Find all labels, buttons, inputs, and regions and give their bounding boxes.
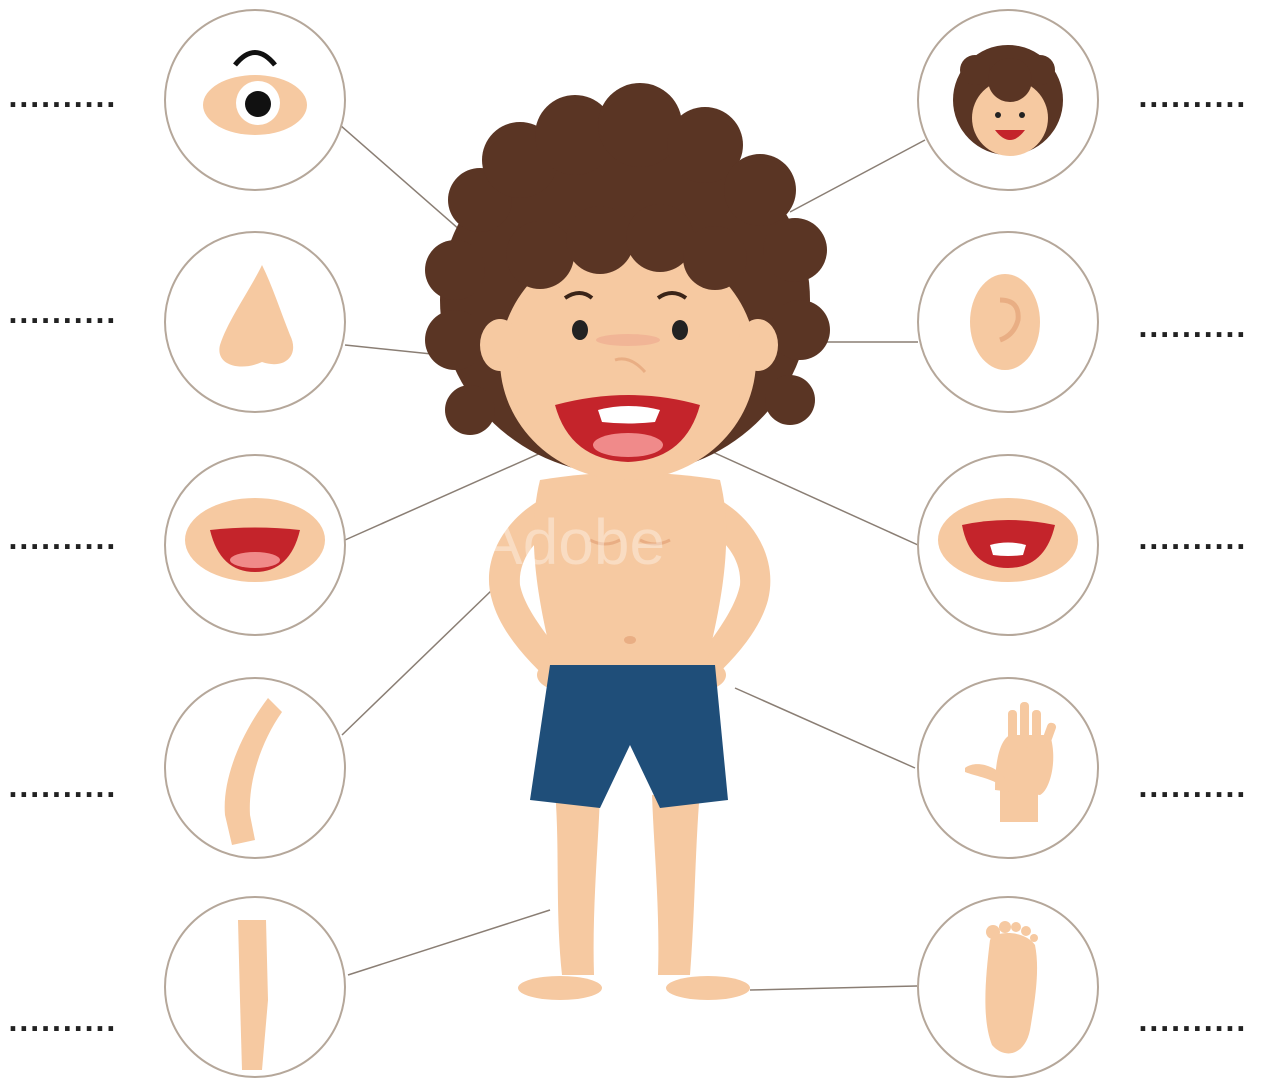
boy-eye-right — [672, 320, 688, 340]
mouth-icon — [185, 498, 325, 582]
answer-blank-eye[interactable]: .......... — [8, 86, 117, 112]
eye-circle[interactable] — [165, 10, 345, 190]
connector-leg — [348, 910, 550, 975]
foot-circle[interactable] — [918, 897, 1098, 1077]
teeth-icon — [938, 498, 1078, 582]
boy-eye-left — [572, 320, 588, 340]
left-column — [165, 10, 345, 1077]
leg-circle[interactable] — [165, 897, 345, 1077]
answer-blank-teeth[interactable]: .......... — [1138, 528, 1247, 554]
boy-figure — [425, 83, 830, 1000]
ear-circle[interactable] — [918, 232, 1098, 412]
leg-icon — [238, 920, 268, 1070]
answer-blank-leg[interactable]: .......... — [8, 1010, 117, 1036]
connector-head — [790, 140, 925, 212]
boy-shorts — [530, 665, 728, 808]
boy-legs — [518, 790, 750, 1000]
teeth-circle[interactable] — [918, 455, 1098, 635]
answer-blank-ear[interactable]: .......... — [1138, 316, 1247, 342]
right-column — [918, 10, 1098, 1077]
answer-blank-head[interactable]: .......... — [1138, 86, 1247, 112]
connector-arm — [342, 590, 492, 735]
mouth-circle[interactable] — [165, 455, 345, 635]
answer-blank-mouth[interactable]: .......... — [8, 528, 117, 554]
connector-hand — [735, 688, 915, 768]
answer-blank-foot[interactable]: .......... — [1138, 1010, 1247, 1036]
answer-blank-hand[interactable]: .......... — [1138, 776, 1247, 802]
ear-icon — [970, 274, 1040, 370]
nose-circle[interactable] — [165, 232, 345, 412]
navel — [624, 636, 636, 644]
head-circle[interactable] — [918, 10, 1098, 190]
connector-foot — [750, 986, 917, 990]
arm-circle[interactable] — [165, 678, 345, 858]
hand-circle[interactable] — [918, 678, 1098, 858]
answer-blank-arm[interactable]: .......... — [8, 776, 117, 802]
answer-blank-nose[interactable]: .......... — [8, 302, 117, 328]
